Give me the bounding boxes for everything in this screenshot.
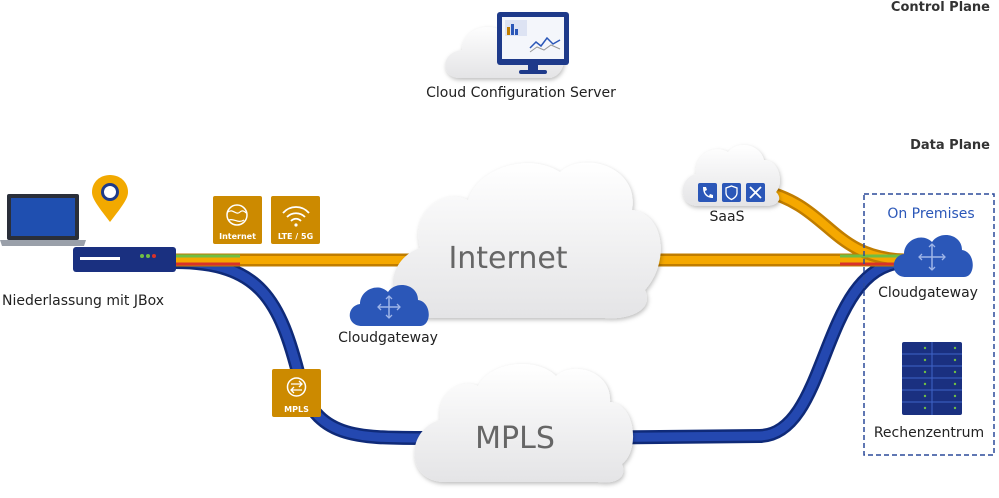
saas-link: [758, 183, 906, 267]
internet-cloudgateway: Cloudgateway: [338, 285, 438, 346]
internet-cloud: Internet: [392, 162, 661, 319]
cloud-configuration-server: Cloud Configuration Server: [426, 12, 616, 101]
datacenter-label: Rechenzentrum: [874, 425, 984, 441]
branch-label: Niederlassung mit JBox: [2, 293, 164, 309]
internet-cloudgateway-label: Cloudgateway: [338, 330, 438, 346]
monitor-chart-icon: [497, 12, 569, 74]
phone-icon: [703, 187, 713, 198]
tunnel-lines-left: [175, 254, 240, 266]
tools-icon: [749, 186, 762, 199]
globe-icon: [226, 204, 248, 226]
internet-badge: Internet: [213, 196, 262, 244]
mpls-link: [168, 255, 912, 446]
shield-icon: [725, 185, 738, 201]
control-plane-label: Control Plane: [891, 0, 990, 15]
exchange-icon: [286, 377, 307, 397]
saas-cloud-label: SaaS: [710, 209, 745, 225]
mpls-cloud: MPLS: [414, 363, 634, 483]
server-rack-icon: [902, 342, 962, 415]
saas-service-icons: [698, 183, 765, 202]
mpls-badge-label: MPLS: [284, 405, 309, 414]
on-premises-title: On Premises: [887, 206, 974, 222]
internet-badge-label: Internet: [219, 232, 256, 241]
saas-cloud: SaaS: [682, 145, 780, 225]
router-icon: [73, 247, 176, 272]
mpls-cloud-label: MPLS: [475, 421, 555, 456]
data-plane-label: Data Plane: [910, 138, 990, 153]
gateway-cloud-icon: [349, 285, 429, 326]
wifi-icon: [282, 206, 310, 227]
mpls-badge: MPLS: [272, 369, 321, 417]
laptop-icon: [0, 194, 86, 246]
location-pin-icon: [92, 175, 128, 222]
on-premises-box: On Premises Cloudgateway: [863, 193, 995, 456]
onprem-cloudgateway: Cloudgateway: [878, 235, 978, 301]
gateway-cloud-icon: [893, 235, 973, 277]
lte-badge-label: LTE / 5G: [278, 232, 313, 241]
control-server-label: Cloud Configuration Server: [426, 85, 616, 101]
lte-badge: LTE / 5G: [271, 196, 320, 244]
onprem-cloudgateway-label: Cloudgateway: [878, 285, 978, 301]
internet-cloud-label: Internet: [448, 241, 567, 276]
